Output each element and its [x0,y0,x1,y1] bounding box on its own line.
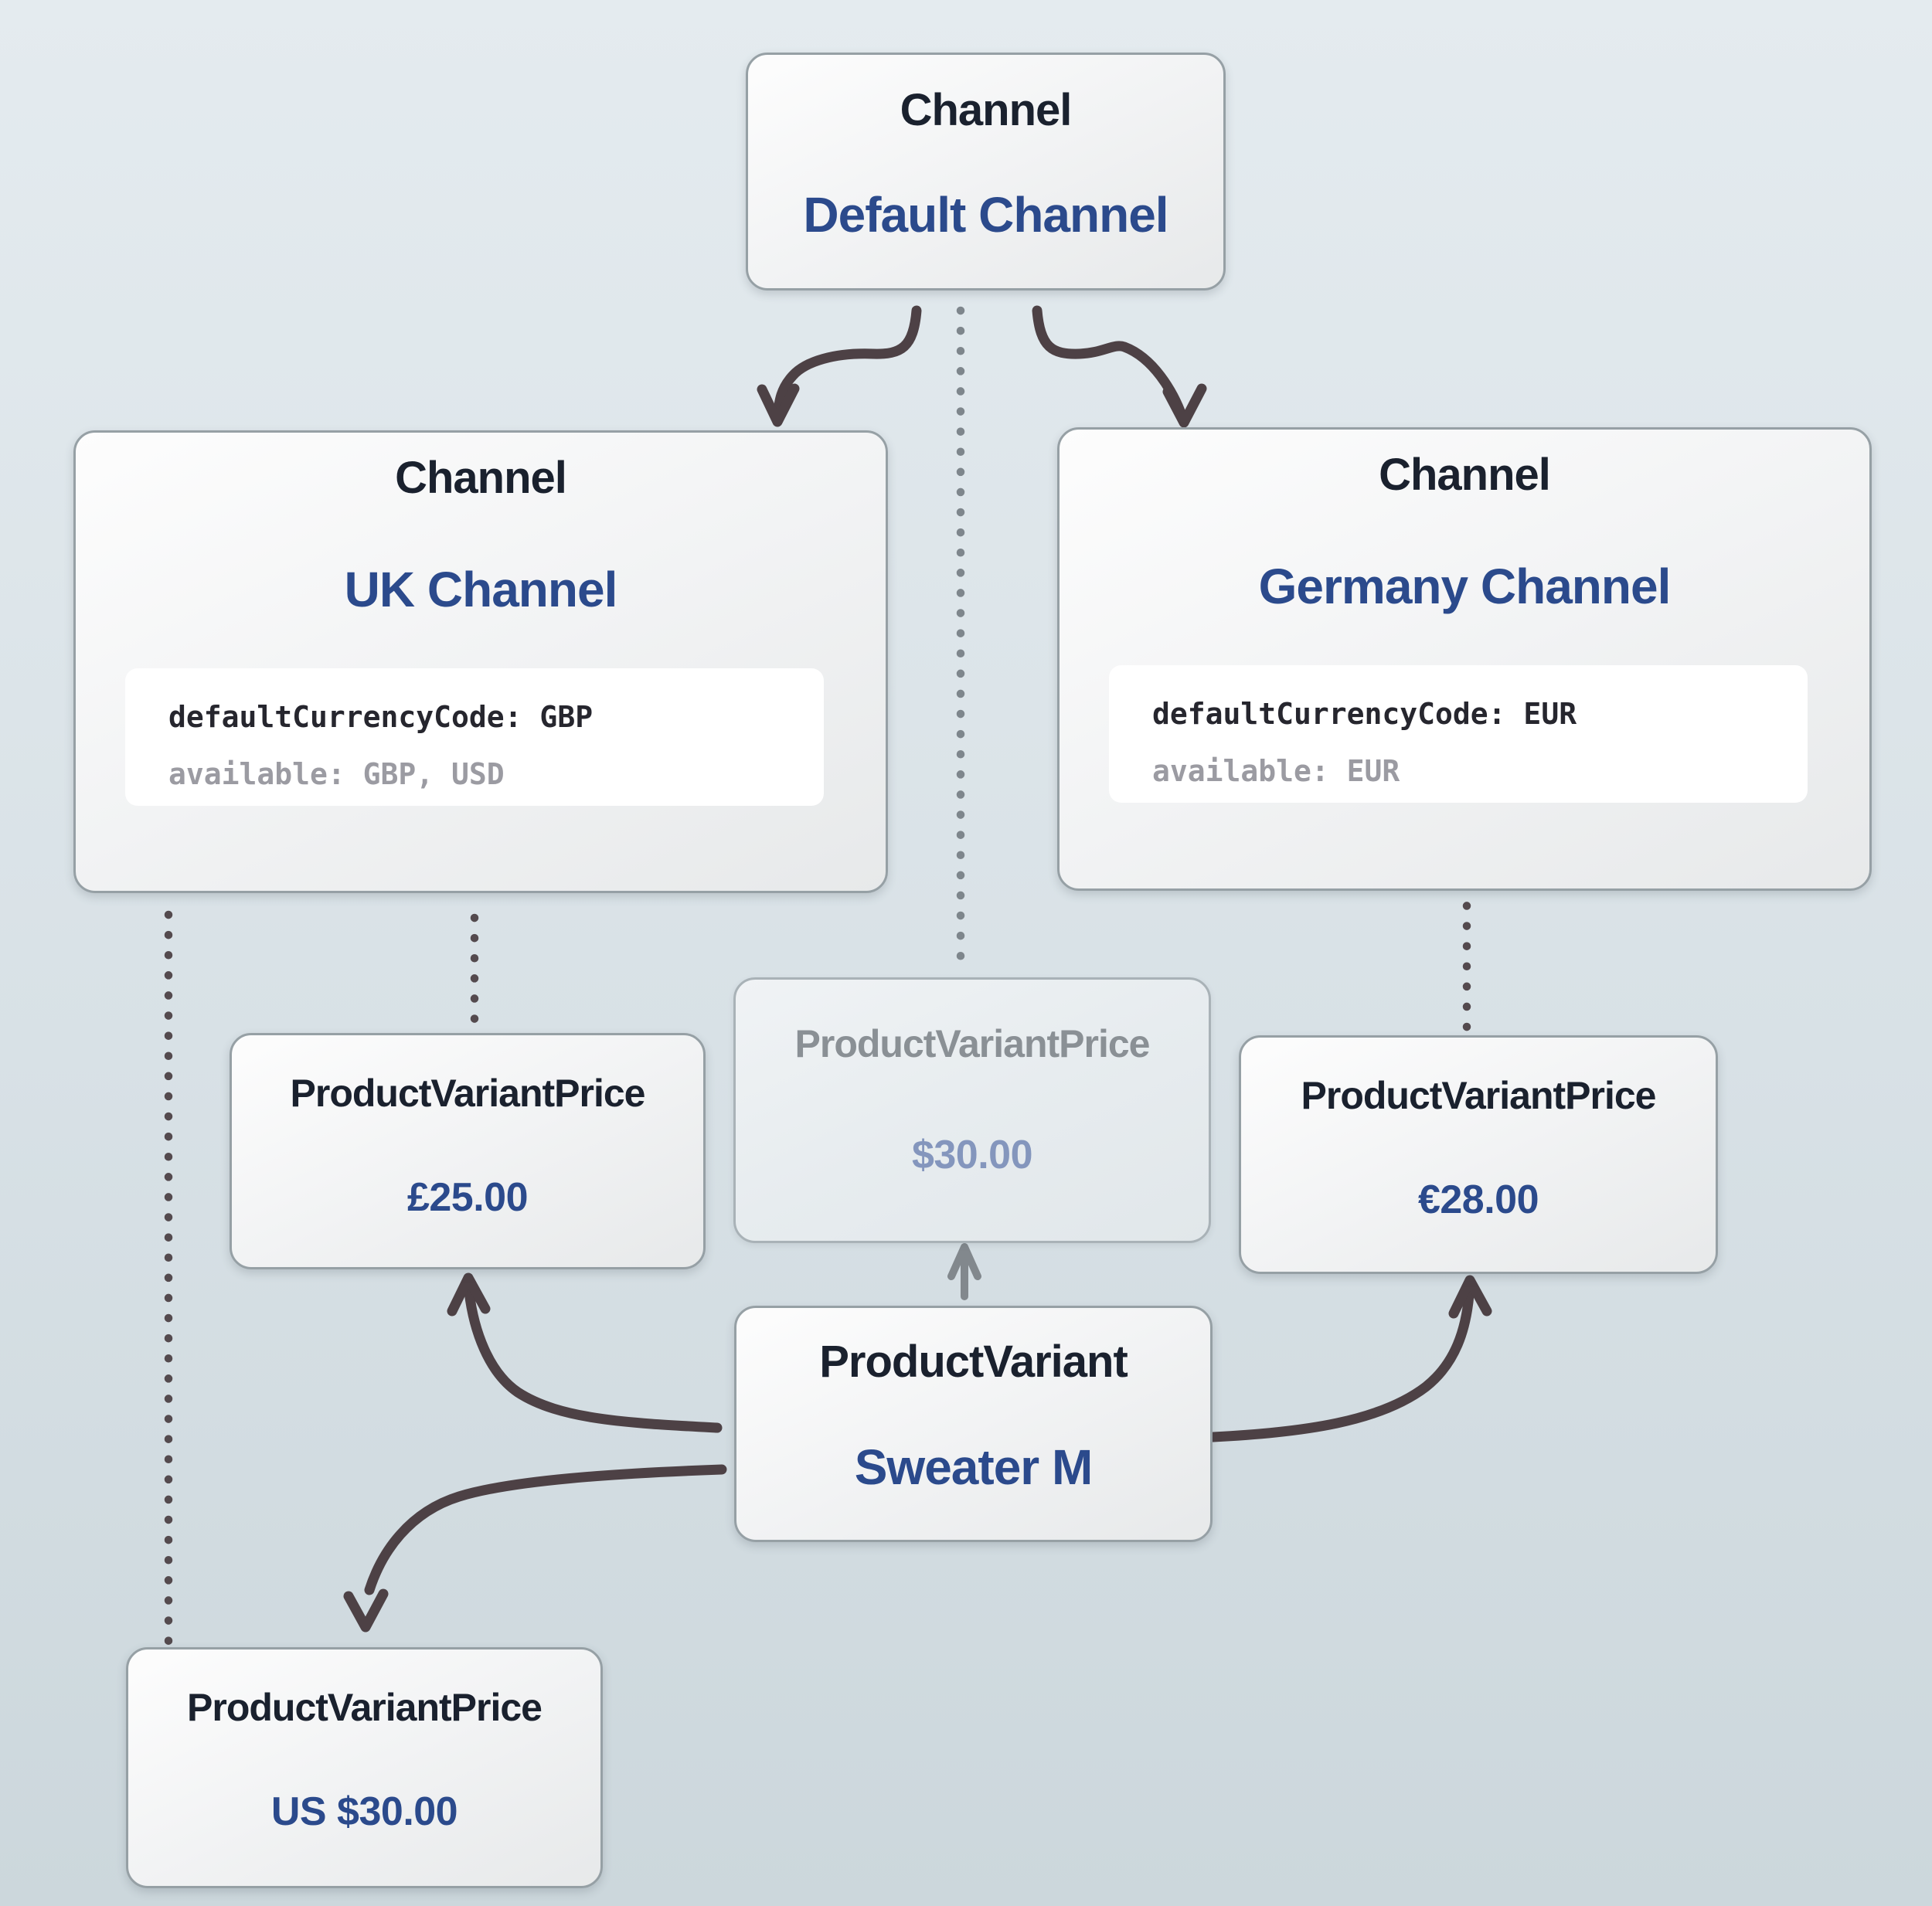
default-price-box: ProductVariantPrice $30.00 [733,977,1211,1243]
arrowhead-default-channel-to-uk-channel [757,383,800,427]
default-price-value: $30.00 [911,1133,1033,1177]
arrow-product-variant-to-germany-price [1208,1289,1475,1442]
default-channel-name: Default Channel [803,187,1168,243]
arrowhead-product-variant-to-us-price [343,1588,389,1633]
arrow-product-variant-to-us-price [364,1464,727,1595]
germany-price-type-label: ProductVariantPrice [1301,1074,1657,1117]
default-price-type-label: ProductVariantPrice [794,1022,1151,1065]
uk-channel-type-label: Channel [395,453,567,503]
uk-channel-default-currency: defaultCurrencyCode: GBP [168,700,594,734]
uk-channel-available-currencies: available: GBP, USD [168,757,505,791]
uk-price-value: £25.00 [406,1175,529,1220]
germany-channel-default-currency: defaultCurrencyCode: EUR [1152,697,1577,731]
arrowhead-product-variant-to-germany-price [1448,1275,1492,1319]
default-channel-type-label: Channel [900,85,1073,135]
product-variant-box: ProductVariant Sweater M [734,1306,1213,1542]
uk-channel-box: Channel UK Channel defaultCurrencyCode: … [73,430,888,893]
default-channel-box: Channel Default Channel [746,53,1226,290]
uk-price-box: ProductVariantPrice £25.00 [230,1033,706,1269]
uk-channel-name: UK Channel [344,562,618,617]
product-variant-name: Sweater M [854,1439,1094,1495]
germany-channel-available-currencies: available: EUR [1152,754,1400,788]
germany-channel-name: Germany Channel [1258,559,1672,614]
us-price-type-label: ProductVariantPrice [187,1686,543,1729]
us-price-box: ProductVariantPrice US $30.00 [126,1647,603,1888]
germany-channel-box: Channel Germany Channel defaultCurrencyC… [1057,427,1872,891]
arrow-default-channel-to-germany-channel [1032,305,1188,423]
us-price-value: US $30.00 [270,1789,458,1834]
product-variant-type-label: ProductVariant [819,1337,1128,1387]
arrow-product-variant-to-uk-price [464,1286,723,1433]
arrow-default-channel-to-uk-channel [772,305,922,423]
uk-price-type-label: ProductVariantPrice [290,1072,646,1115]
germany-channel-type-label: Channel [1379,450,1551,500]
arrowhead-default-channel-to-germany-channel [1162,383,1207,428]
arrowhead-product-variant-to-uk-price [447,1272,491,1317]
germany-price-value: €28.00 [1417,1177,1539,1222]
germany-price-box: ProductVariantPrice €28.00 [1239,1035,1718,1274]
germany-channel-currency-panel: defaultCurrencyCode: EUR available: EUR [1109,665,1808,803]
arrowhead-product-variant-to-default-price [947,1243,981,1280]
uk-channel-currency-panel: defaultCurrencyCode: GBP available: GBP,… [125,668,824,806]
